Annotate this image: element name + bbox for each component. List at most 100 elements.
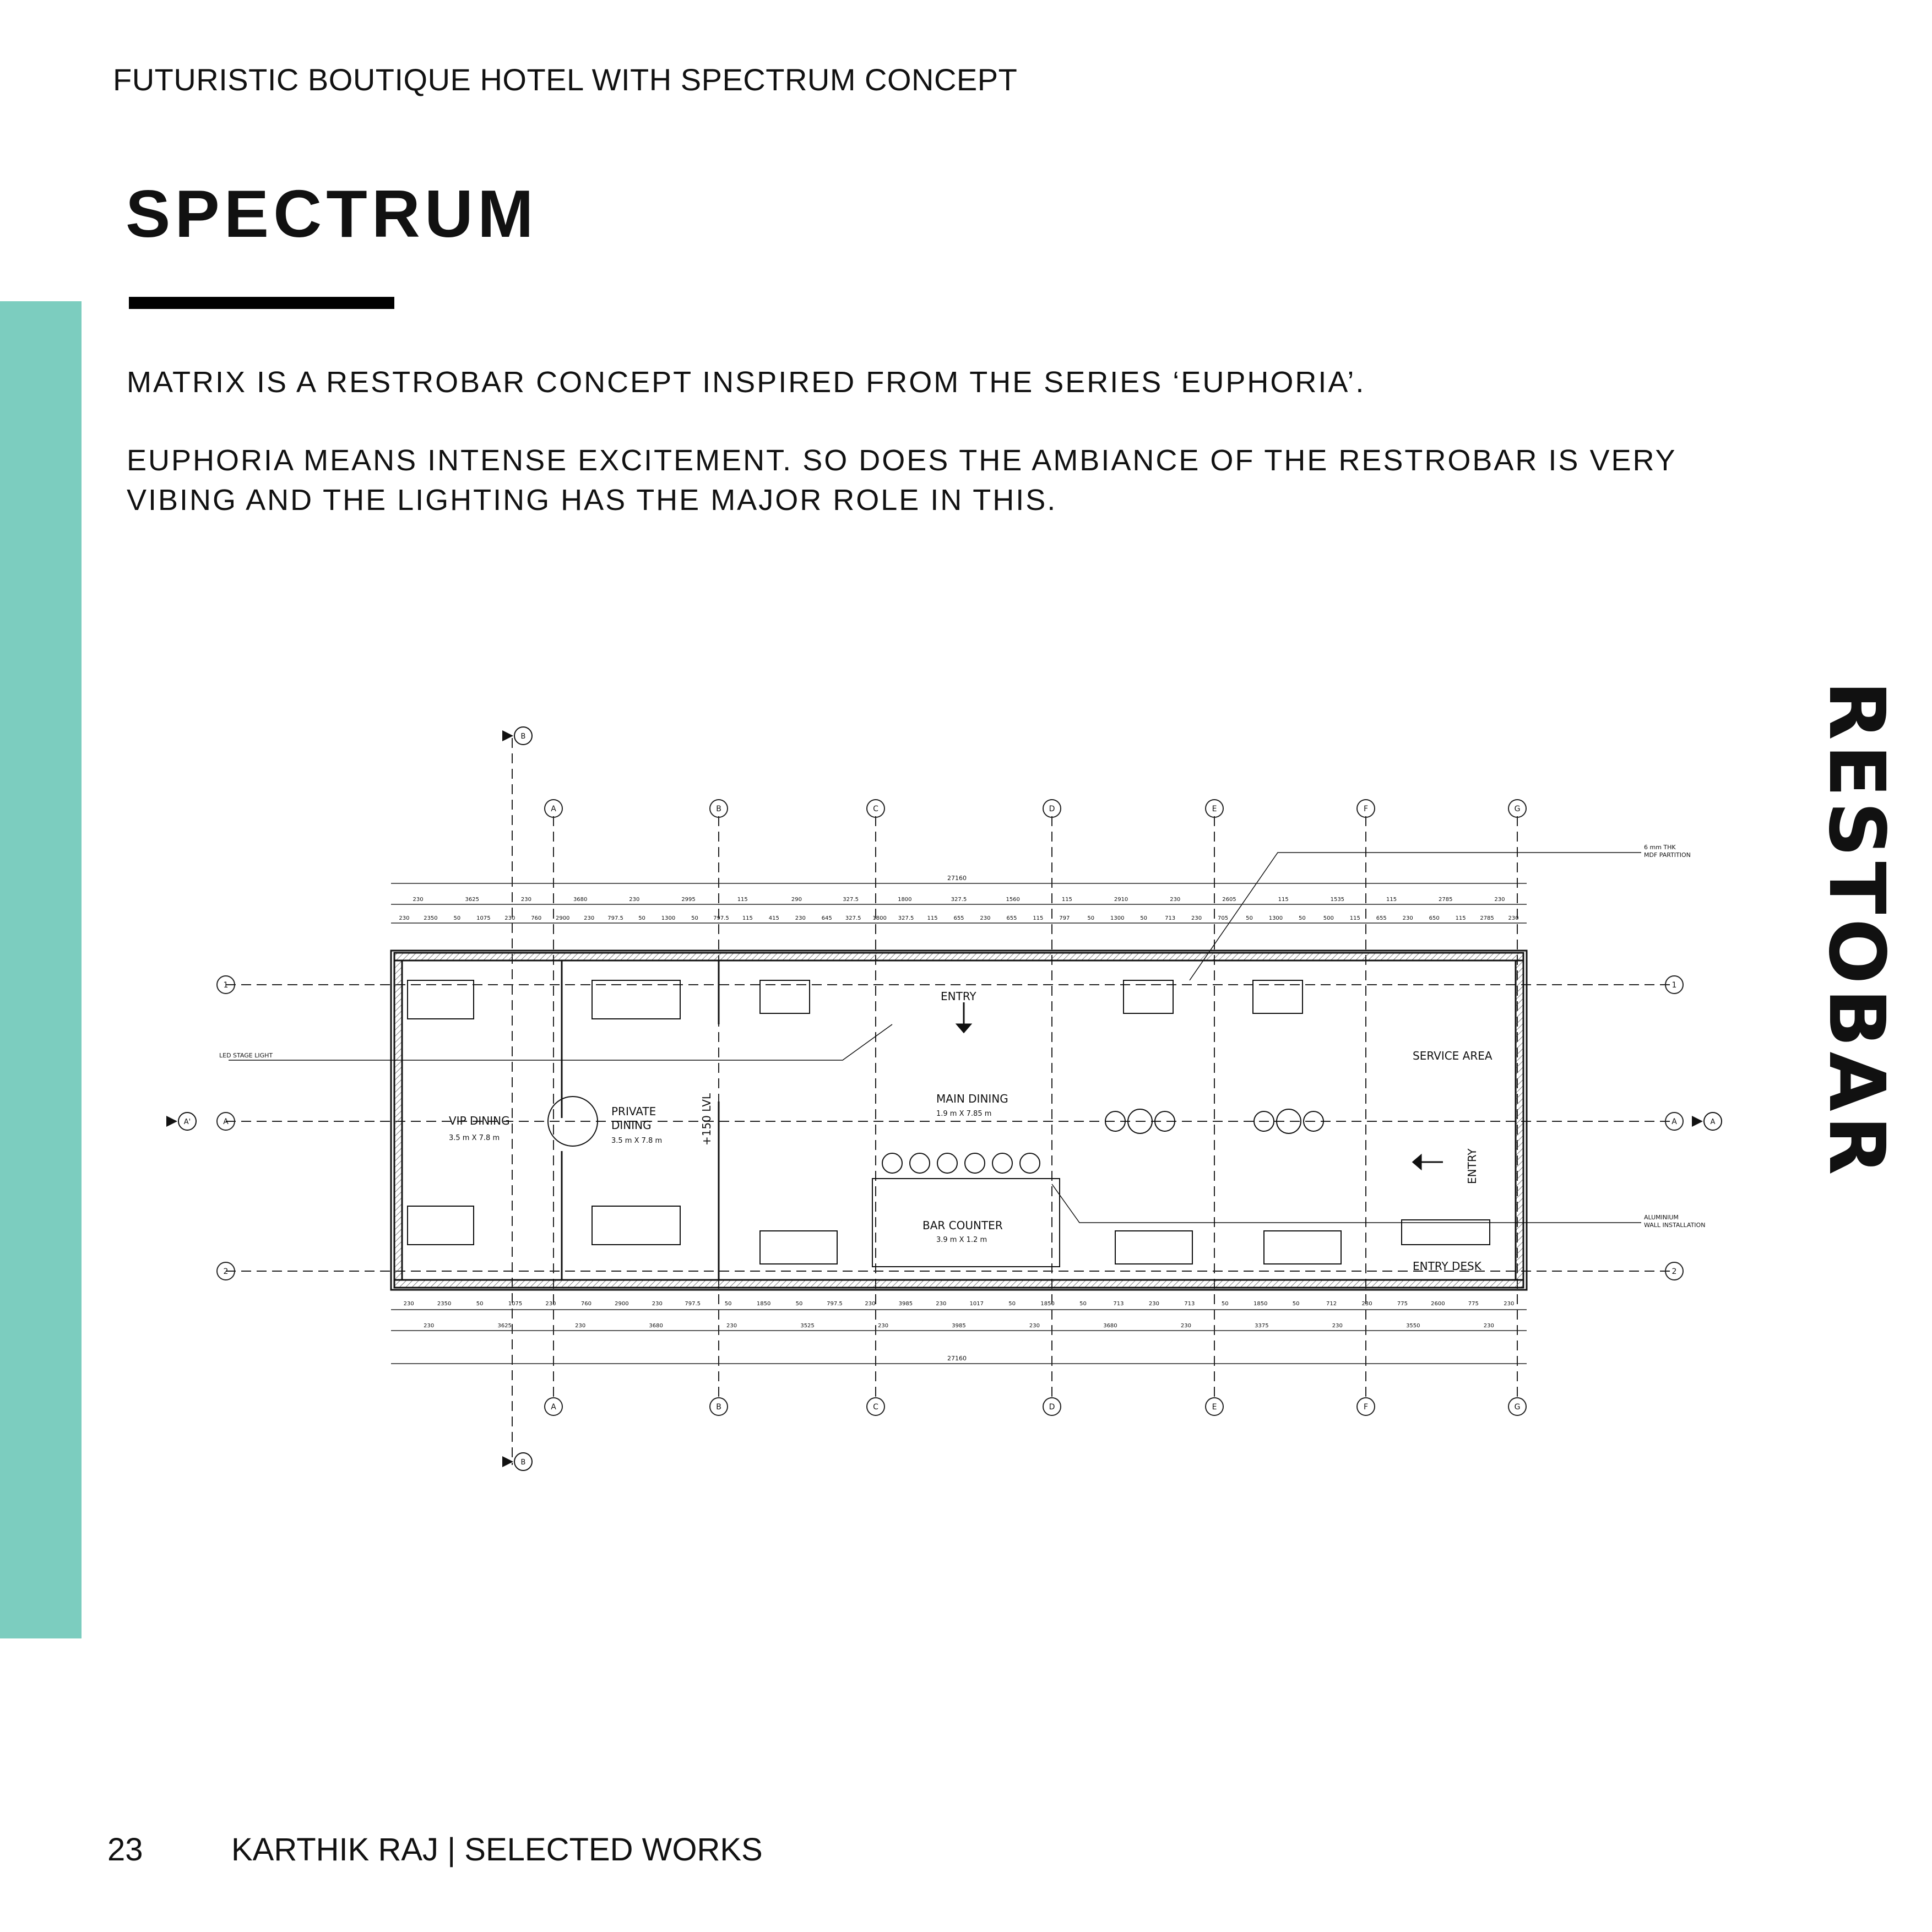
label-entry-right: ENTRY <box>1466 1148 1479 1184</box>
dimension-value: 50 <box>1087 915 1094 921</box>
callout-alu-line1: ALUMINIUM <box>1644 1214 1679 1221</box>
dimension-value: 115 <box>737 897 748 903</box>
dimension-value: 50 <box>691 915 698 921</box>
dimension-value: 775 <box>1468 1301 1479 1307</box>
grid-label-col: C <box>873 805 878 813</box>
room-bar-counter: BAR COUNTER <box>922 1219 1003 1232</box>
dimension-value: 3625 <box>497 1323 511 1329</box>
dimension-value: 50 <box>1293 1301 1300 1307</box>
room-service-area: SERVICE AREA <box>1413 1049 1493 1062</box>
dimension-value: 50 <box>1008 1301 1016 1307</box>
dimension-value: 3625 <box>465 897 479 903</box>
dimension-value: 115 <box>1350 915 1360 921</box>
grid-bubble-row-2: 2 <box>216 1262 235 1280</box>
grid-bubble-row-2: 2 <box>1665 1262 1684 1280</box>
grid-label-col: G <box>1515 805 1521 813</box>
dimension-value: 712 <box>1326 1301 1337 1307</box>
grid-bubble-row-1: 1 <box>1665 975 1684 994</box>
section-mark-label: B <box>521 1458 526 1467</box>
room-private-size: 3.5 m X 7.8 m <box>611 1137 662 1145</box>
grid-label-col: D <box>1049 805 1055 813</box>
dimension-value: 230 <box>1149 1301 1159 1307</box>
footer-credit: KARTHIK RAJ | SELECTED WORKS <box>231 1832 763 1868</box>
dimension-value: 115 <box>1278 897 1289 903</box>
dimension-value: 230 <box>1029 1323 1040 1329</box>
dimension-value: 230 <box>413 897 424 903</box>
dimension-value: 230 <box>504 915 515 921</box>
grid-label-col: A <box>551 1403 556 1412</box>
dimension-value: 115 <box>927 915 937 921</box>
dimension-value: 1850 <box>757 1301 770 1307</box>
dimension-value: 230 <box>980 915 990 921</box>
dimension-value: 3525 <box>800 1323 814 1329</box>
dimension-value: 327.5 <box>951 897 967 903</box>
dimension-value: 230 <box>936 1301 946 1307</box>
grid-bubble-col-C: C <box>866 799 885 818</box>
dimension-value: 230 <box>1403 915 1413 921</box>
room-vip-dining: VIP DINING <box>449 1114 510 1127</box>
grid-bubble-col-G: G <box>1508 799 1527 818</box>
dimension-value: 1075 <box>476 915 490 921</box>
dimension-value: 230 <box>1484 1323 1494 1329</box>
callout-alu-line2: WALL INSTALLATION <box>1644 1222 1705 1229</box>
dimension-value: 1800 <box>898 897 911 903</box>
entry-arrows <box>955 1002 1443 1171</box>
dimension-value: 775 <box>1397 1301 1408 1307</box>
dimension-value: 230 <box>1361 1301 1372 1307</box>
walls <box>390 949 1528 1291</box>
dimension-value: 230 <box>629 897 639 903</box>
grid-label-row: 1 <box>224 981 229 990</box>
dimension-value: 1017 <box>969 1301 983 1307</box>
grid-bubble-col-E: E <box>1205 799 1224 818</box>
grid-bubble-col-C: C <box>866 1397 885 1416</box>
grid-label-col: C <box>873 1403 878 1412</box>
dimension-value: 50 <box>454 915 461 921</box>
dimension-value: 327.5 <box>845 915 861 921</box>
grid-bubble-col-D: D <box>1043 1397 1061 1416</box>
overall-dimension-top: 27160 <box>947 875 967 882</box>
grid-label-col: E <box>1212 805 1217 813</box>
dimension-value: 1850 <box>1253 1301 1267 1307</box>
dimension-value: 230 <box>795 915 806 921</box>
dimension-value: 500 <box>1323 915 1334 921</box>
grid-bubble-col-G: G <box>1508 1397 1527 1416</box>
dimension-value: 230 <box>1508 915 1518 921</box>
room-main-size: 1.9 m X 7.85 m <box>936 1110 991 1118</box>
dimension-value: 3985 <box>952 1323 965 1329</box>
grid-label-col: D <box>1049 1403 1055 1412</box>
room-main-dining: MAIN DINING <box>936 1092 1008 1105</box>
dimension-value: 797.5 <box>607 915 623 921</box>
grid-label-col: B <box>716 805 721 813</box>
grid-bubble-col-A: A <box>544 1397 563 1416</box>
dimension-value: 2900 <box>615 1301 628 1307</box>
dimension-value: 760 <box>581 1301 591 1307</box>
dimension-value: 1300 <box>1110 915 1124 921</box>
header-kicker: FUTURISTIC BOUTIQUE HOTEL WITH SPECTRUM … <box>113 62 1018 97</box>
label-entry-top: ENTRY <box>941 990 976 1003</box>
section-mark: B <box>502 726 533 745</box>
dimension-value: 713 <box>1113 1301 1124 1307</box>
dimension-value: 797 <box>1059 915 1070 921</box>
dimension-value: 115 <box>1033 915 1043 921</box>
dimension-value: 230 <box>1170 897 1180 903</box>
dimension-value: 230 <box>399 915 409 921</box>
grid-bubble-col-F: F <box>1356 1397 1375 1416</box>
grid-label-col: A <box>551 805 556 813</box>
dimension-value: 797.5 <box>827 1301 843 1307</box>
dimension-value: 645 <box>822 915 832 921</box>
dimension-value: 230 <box>545 1301 556 1307</box>
dimension-value: 290 <box>791 897 802 903</box>
room-private-dining-2: DINING <box>611 1119 652 1132</box>
dimension-value: 327.5 <box>898 915 914 921</box>
dimension-value: 3985 <box>899 1301 913 1307</box>
dimension-value: 3680 <box>573 897 587 903</box>
dimension-value: 760 <box>531 915 541 921</box>
section-marks: BBA'A <box>166 726 1722 1471</box>
dimension-value: 1560 <box>1006 897 1019 903</box>
dimension-value: 2900 <box>556 915 569 921</box>
furniture <box>407 980 1490 1267</box>
dimension-value: 2600 <box>1431 1301 1445 1307</box>
dimension-value: 50 <box>476 1301 484 1307</box>
